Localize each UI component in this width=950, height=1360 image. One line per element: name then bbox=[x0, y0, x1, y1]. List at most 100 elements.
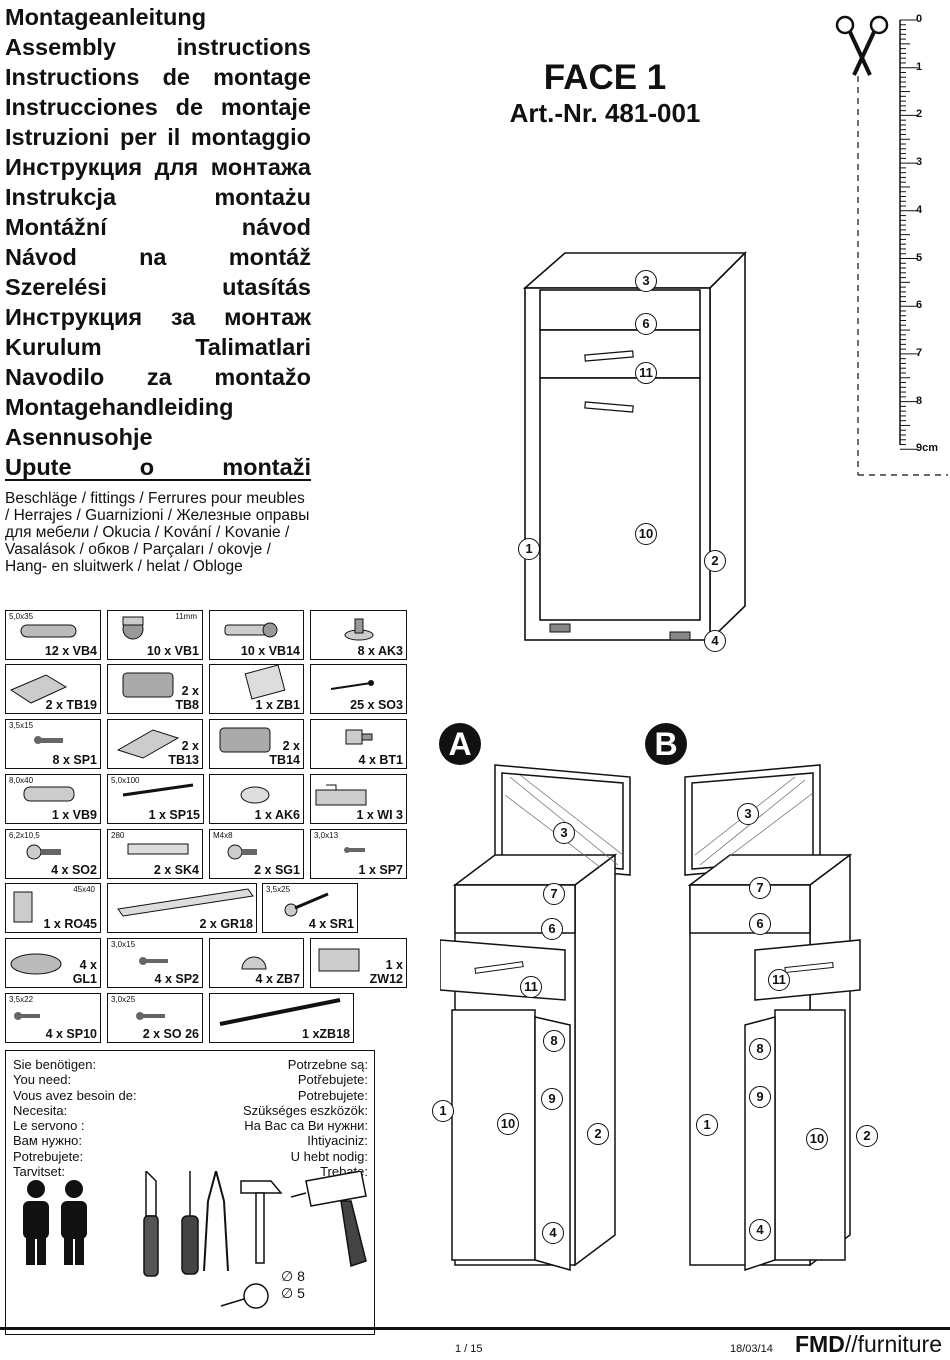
part-number-callout: 3 bbox=[635, 270, 657, 292]
fitting-icon bbox=[219, 998, 341, 1026]
fitting-dimension: 45x40 bbox=[73, 885, 95, 894]
drill-size-5: ∅ 5 bbox=[281, 1285, 305, 1301]
fitting-item: 2 x TB13 bbox=[107, 719, 203, 769]
fitting-item: 1 x AK6 bbox=[209, 774, 304, 824]
tools-needed-line: Вам нужно: bbox=[13, 1133, 82, 1149]
fitting-icon bbox=[14, 1012, 40, 1020]
fitting-dimension: 11mm bbox=[175, 612, 197, 621]
fitting-icon bbox=[345, 729, 373, 745]
fitting-icon bbox=[241, 956, 267, 970]
fitting-item: 2 x TB8 bbox=[107, 664, 203, 714]
fitting-icon bbox=[330, 680, 374, 690]
fitting-label: 4 x SP10 bbox=[45, 1027, 97, 1041]
fitting-label: 4 x GL1 bbox=[72, 958, 97, 986]
drill-size-8: ∅ 8 bbox=[281, 1268, 305, 1284]
fitting-label: 1 xZB18 bbox=[302, 1027, 350, 1041]
part-number-callout: 7 bbox=[749, 877, 771, 899]
fitting-label: 1 x SP15 bbox=[148, 808, 200, 822]
fitting-label: 10 x VB14 bbox=[240, 644, 300, 658]
fitting-label: 2 x SO 26 bbox=[142, 1027, 199, 1041]
part-number-callout: 2 bbox=[587, 1123, 609, 1145]
tools-needed-line: Potřebujete: bbox=[297, 1072, 368, 1088]
fitting-icon bbox=[13, 891, 33, 923]
title-line: Instrukcja montażu bbox=[5, 184, 311, 210]
fitting-item: 280 2 x SK4 bbox=[107, 829, 203, 879]
tools-needed-line: Potrebujete: bbox=[13, 1148, 84, 1164]
fitting-item: 2 x GR18 bbox=[107, 883, 257, 933]
tools-needed-line: Potrebujete: bbox=[297, 1087, 368, 1103]
ruler-label: 9cm bbox=[916, 442, 939, 455]
part-number-callout: 2 bbox=[704, 550, 726, 572]
part-number-callout: 4 bbox=[704, 630, 726, 652]
fitting-icon bbox=[284, 892, 329, 917]
fitting-item: 5,0x100 1 x SP15 bbox=[107, 774, 204, 824]
fitting-item: 25 x SO3 bbox=[310, 664, 407, 714]
title-line: Istruzioni per il montaggio bbox=[5, 124, 311, 150]
fitting-icon bbox=[23, 786, 75, 802]
title-line: Instrucciones de montaje bbox=[5, 94, 311, 120]
brand-logo: FMD//furniture bbox=[795, 1331, 942, 1358]
fitting-dimension: 3,0x25 bbox=[111, 995, 136, 1004]
title-underline bbox=[5, 479, 311, 481]
fitting-dimension: 3,5x25 bbox=[266, 885, 291, 894]
scissors-cut-line bbox=[835, 15, 948, 476]
document-date: 18/03/14 bbox=[730, 1343, 773, 1355]
fitting-dimension: 3,5x15 bbox=[9, 721, 34, 730]
title-line: Инструкция за монтаж bbox=[5, 304, 311, 330]
ruler-label: 5 bbox=[916, 251, 923, 264]
part-number-callout: 8 bbox=[749, 1038, 771, 1060]
fitting-label: 2 x TB19 bbox=[45, 698, 97, 712]
variant-b-drawing bbox=[684, 764, 861, 1272]
part-number-callout: 11 bbox=[520, 976, 542, 998]
part-number-callout: 6 bbox=[749, 913, 771, 935]
fitting-label: 8 x SP1 bbox=[52, 753, 97, 767]
tools-needed-line: U hebt nodig: bbox=[290, 1148, 368, 1164]
tools-needed-line: You need: bbox=[13, 1072, 72, 1088]
fitting-label: 2 x TB14 bbox=[269, 739, 300, 767]
ruler-label: 4 bbox=[916, 203, 923, 216]
fitting-icon bbox=[224, 622, 278, 638]
fitting-label: 4 x SP2 bbox=[154, 972, 199, 986]
fitting-dimension: 280 bbox=[111, 831, 125, 840]
ruler-label: 1 bbox=[916, 60, 923, 73]
fitting-item: 10 x VB14 bbox=[209, 610, 304, 660]
fitting-icon bbox=[127, 843, 189, 855]
fitting-item: 1 x WI 3 bbox=[310, 774, 407, 824]
title-line: Kurulum Talimatlari bbox=[5, 334, 311, 360]
fitting-item: 4 x ZB7 bbox=[209, 938, 304, 988]
title-line: Инструкция для монтажа bbox=[5, 154, 311, 180]
title-line: Instructions de montage bbox=[5, 64, 311, 90]
fitting-label: 4 x ZB7 bbox=[255, 972, 300, 986]
fitting-label: 25 x SO3 bbox=[350, 698, 403, 712]
part-number-callout: 3 bbox=[553, 822, 575, 844]
part-number-callout: 1 bbox=[432, 1100, 454, 1122]
tools-needed-line: Sie benötigen: bbox=[13, 1057, 97, 1072]
part-number-callout: 4 bbox=[542, 1222, 564, 1244]
fitting-label: 4 x SO2 bbox=[51, 863, 97, 877]
fitting-item: 3,5x22 4 x SP10 bbox=[5, 993, 101, 1043]
fitting-item: 2 x TB14 bbox=[209, 719, 304, 769]
fitting-label: 2 x GR18 bbox=[199, 917, 253, 931]
scissors-icon bbox=[835, 15, 889, 76]
fitting-icon bbox=[26, 844, 61, 860]
fitting-item: 1 x ZW12 bbox=[310, 938, 407, 988]
fitting-dimension: 3,5x22 bbox=[9, 995, 34, 1004]
tape-measure-icon bbox=[220, 1283, 269, 1309]
fitting-icon bbox=[9, 674, 68, 704]
fitting-icon bbox=[318, 948, 360, 972]
part-number-callout: 1 bbox=[518, 538, 540, 560]
screwdriver-icon bbox=[181, 1171, 199, 1275]
fitting-label: 2 x SK4 bbox=[153, 863, 199, 877]
tools-needed-box: Sie benötigen:You need:Vous avez besoin … bbox=[5, 1050, 375, 1335]
fitting-dimension: 5,0x35 bbox=[9, 612, 34, 621]
fitting-dimension: 5,0x100 bbox=[111, 776, 140, 785]
title-line: Szerelési utasítás bbox=[5, 274, 311, 300]
fitting-item: 8 x AK3 bbox=[310, 610, 407, 660]
fitting-icon bbox=[344, 847, 365, 853]
fitting-label: 4 x BT1 bbox=[358, 753, 403, 767]
part-number-callout: 6 bbox=[541, 918, 563, 940]
